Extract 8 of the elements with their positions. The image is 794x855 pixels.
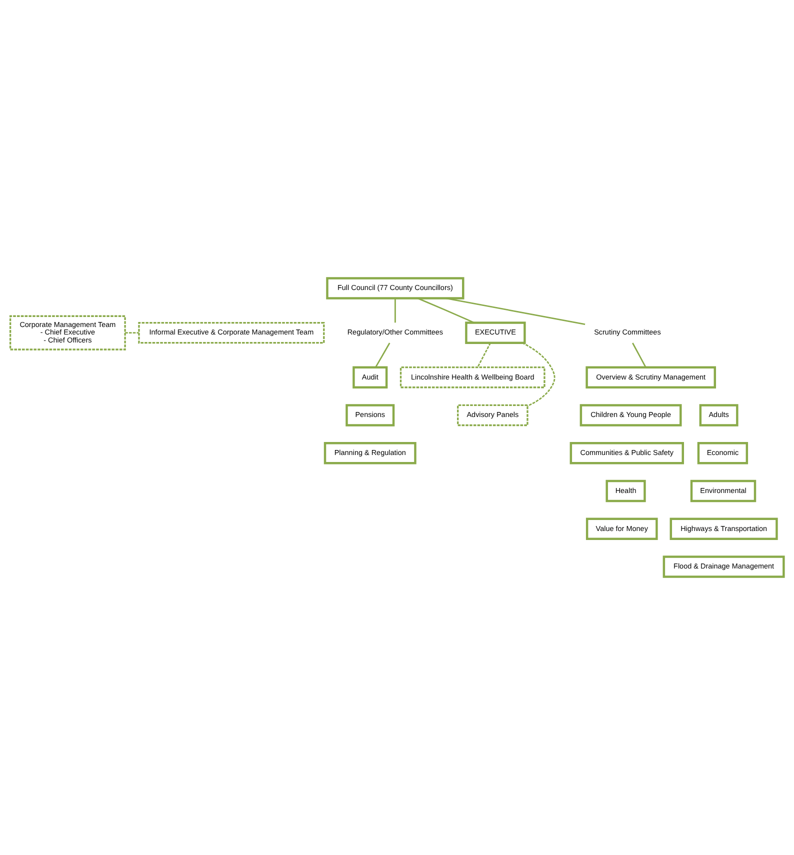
connector [394,298,396,323]
connector [446,298,586,325]
connector [417,298,474,324]
connector [477,342,491,368]
connector [522,342,556,407]
connector [632,342,646,368]
connector [125,332,139,334]
connector [375,342,390,368]
